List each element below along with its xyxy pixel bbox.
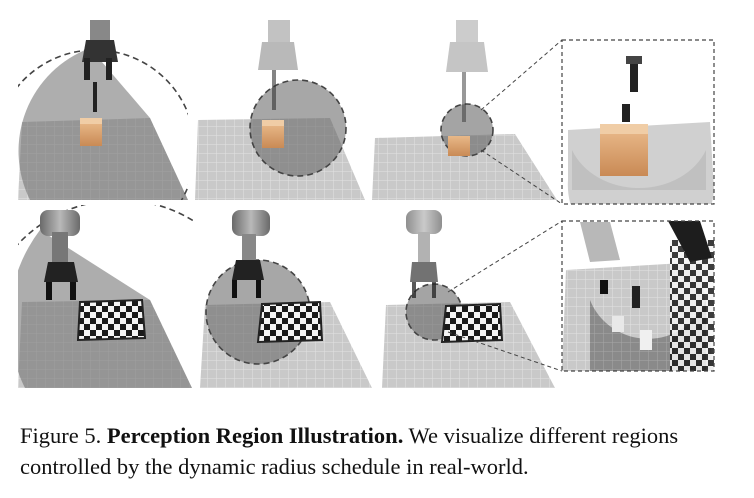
panel-block-3 [372,20,557,200]
caption-label: Figure 5. [20,423,102,448]
panel-block-zoom [561,39,715,205]
panel-chess-zoom [561,220,715,372]
caption-title: Perception Region Illustration. [106,423,404,448]
robot-gripper-icon [446,20,488,122]
robot-arm-icon [40,210,80,300]
panel-chess-2 [200,210,372,388]
figure-panels [18,20,715,388]
panel-chess-3 [382,210,555,388]
panel-block-1 [18,20,188,200]
panel-chess-1 [18,205,193,388]
robot-arm-icon [232,210,270,298]
robot-gripper-icon [258,20,298,110]
caption-text: We visualize different regions controlle… [20,423,679,479]
figure-caption: Figure 5. Perception Region Illustration… [20,420,736,482]
robot-gripper-icon [82,20,118,112]
panel-block-2 [195,20,365,200]
robot-arm-icon [406,210,442,298]
